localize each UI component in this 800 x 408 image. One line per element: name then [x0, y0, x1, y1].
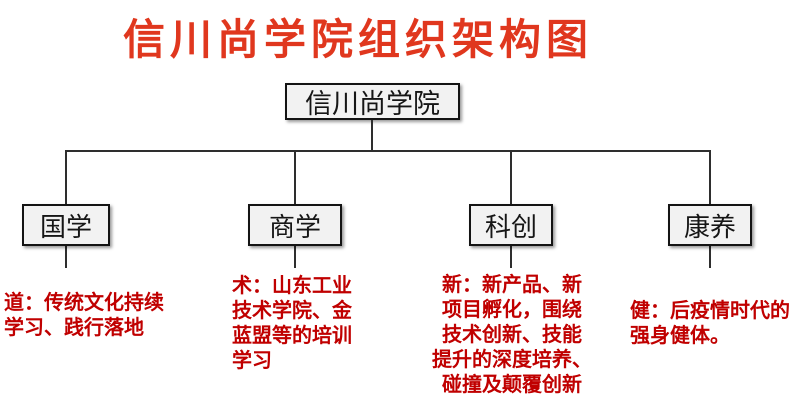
branch-node-kangyang: 康养 — [668, 204, 752, 246]
branch-note-kangyang: 健：后疫情时代的 强身健体。 — [630, 298, 790, 347]
branch-label-kangyang: 康养 — [683, 212, 736, 243]
branch-note-guoxue: 道：传统文化持续 学习、践行落地 — [4, 290, 164, 339]
connector-drop-kangyang — [709, 150, 711, 204]
connector-stub-guoxue — [65, 246, 67, 268]
branch-node-kechuang: 科创 — [469, 204, 553, 246]
connector-drop-guoxue — [65, 150, 67, 204]
root-node: 信川尚学院 — [285, 83, 460, 120]
root-node-label: 信川尚学院 — [305, 89, 440, 120]
connector-stub-kangyang — [709, 246, 711, 268]
branch-label-guoxue: 国学 — [39, 212, 92, 243]
connector-root-stub — [371, 120, 373, 151]
branch-note-shangxue: 术：山东工业 技术学院、金 蓝盟等的培训 学习 — [232, 273, 352, 372]
connector-stub-kechuang — [510, 246, 512, 268]
branch-node-shangxue: 商学 — [248, 204, 342, 246]
branch-note-kechuang: 新：新产品、新 项目孵化，围绕 技术创新、技能 提升的深度培养、 碰撞及颠覆创新 — [432, 272, 592, 396]
branch-label-shangxue: 商学 — [268, 212, 321, 243]
connector-main-rail — [65, 150, 711, 152]
connector-stub-shangxue — [294, 246, 296, 268]
connector-drop-kechuang — [510, 150, 512, 204]
branch-label-kechuang: 科创 — [484, 212, 537, 243]
branch-node-guoxue: 国学 — [22, 204, 110, 246]
diagram-title: 信川尚学院组织架构图 — [123, 15, 594, 64]
connector-drop-shangxue — [294, 150, 296, 204]
